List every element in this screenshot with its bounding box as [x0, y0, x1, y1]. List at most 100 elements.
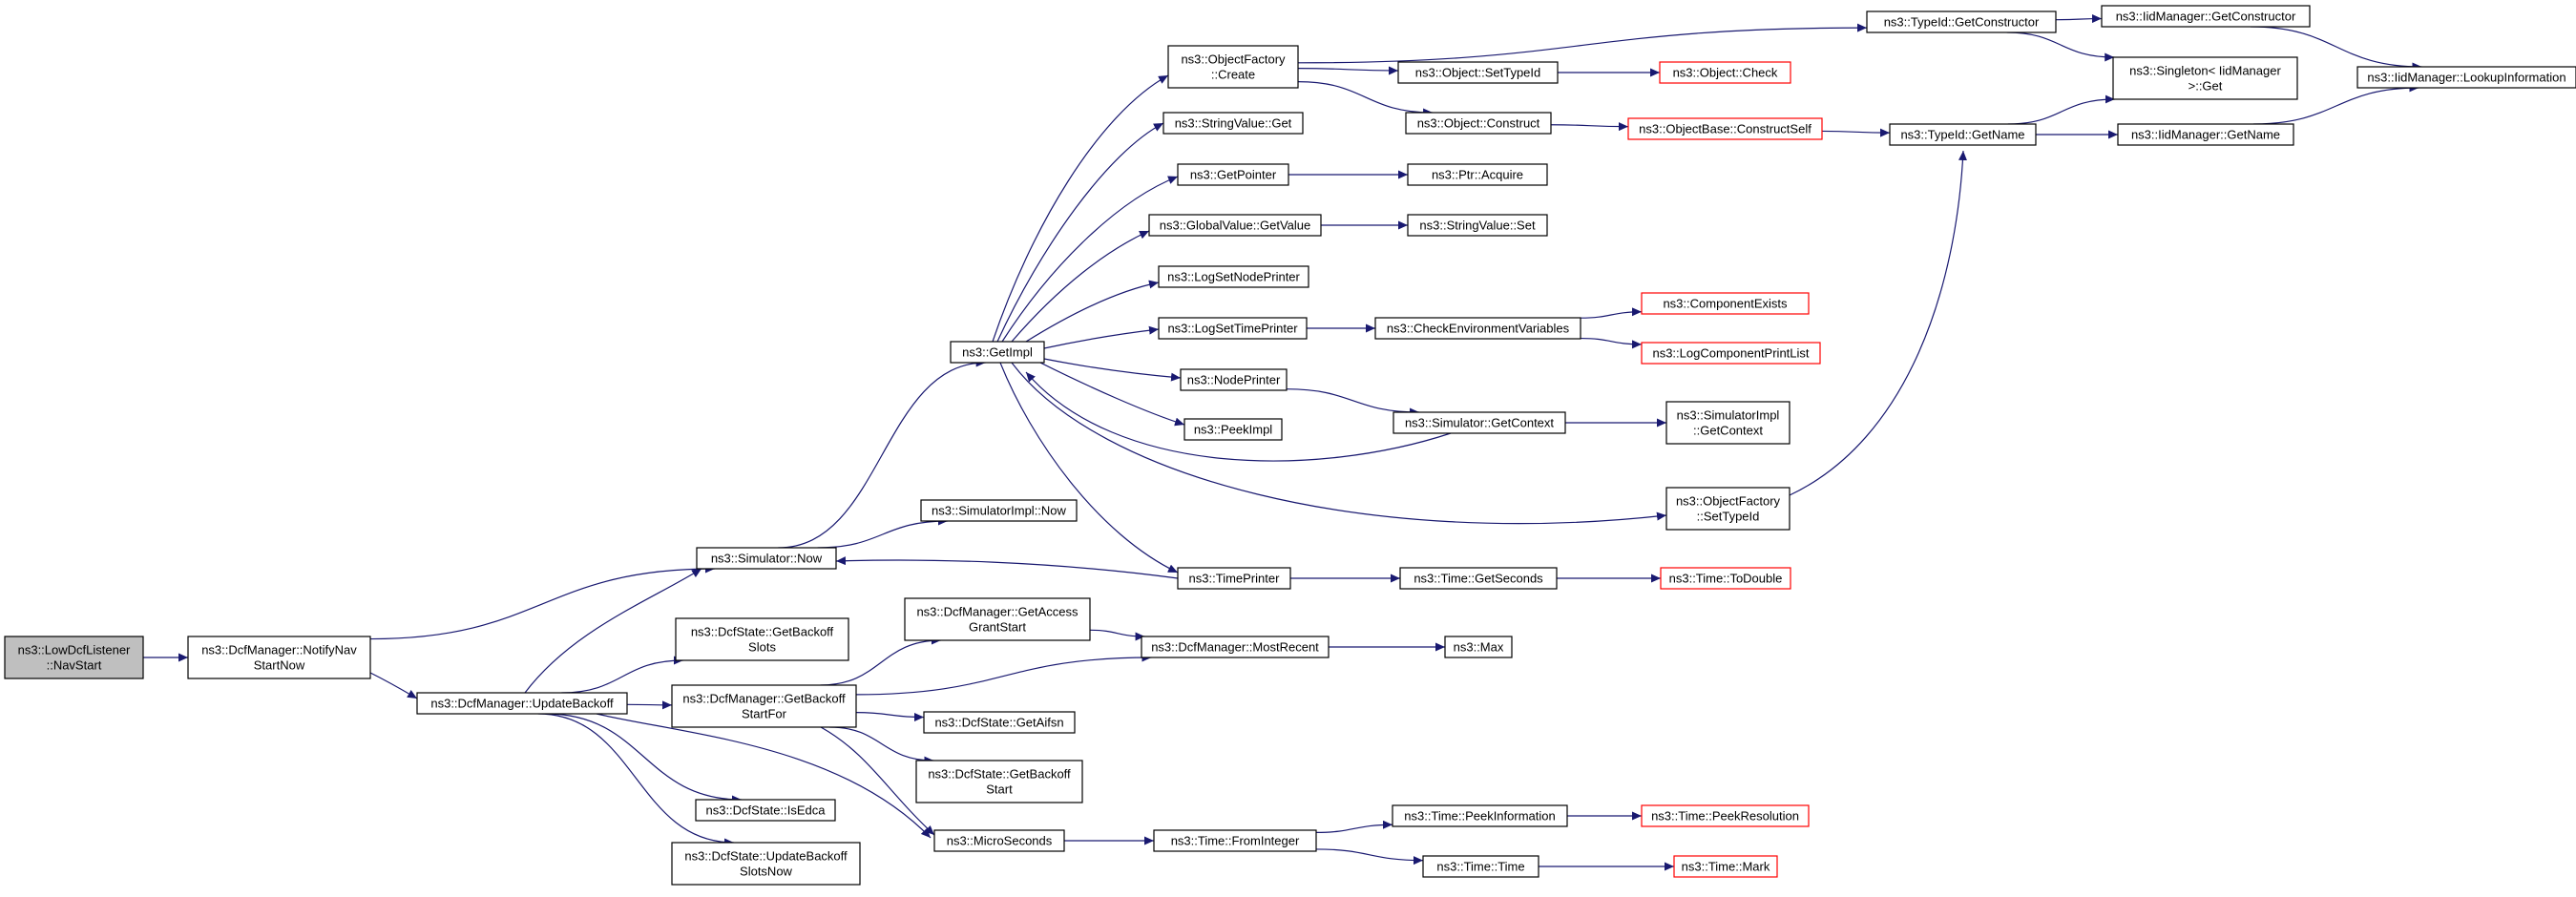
node-lowdcf[interactable]: ns3::LowDcfListener::NavStart	[4, 636, 144, 679]
node-box	[1158, 317, 1308, 340]
node-label: Slots	[748, 640, 776, 655]
node-box	[1641, 804, 1810, 827]
node-simgetcontext[interactable]: ns3::Simulator::GetContext	[1393, 411, 1566, 434]
node-box	[1665, 401, 1791, 445]
node-box	[1393, 411, 1566, 434]
node-label: ns3::TypeId::GetConstructor	[1884, 15, 2040, 30]
node-label: ns3::DcfState::UpdateBackoff	[684, 849, 848, 864]
node-globalvaluegetvalue[interactable]: ns3::GlobalValue::GetValue	[1148, 214, 1322, 237]
node-peekimpl[interactable]: ns3::PeekImpl	[1183, 418, 1283, 441]
node-label: ns3::DcfManager::MostRecent	[1151, 640, 1319, 655]
node-box	[2112, 56, 2298, 100]
node-box	[920, 499, 1078, 522]
edge-updatebackoff-to-simnow	[524, 568, 702, 694]
node-label: ns3::Object::Check	[1673, 66, 1778, 80]
node-logcomponentprintlist[interactable]: ns3::LogComponentPrintList	[1641, 342, 1821, 365]
node-box	[4, 636, 144, 679]
node-box	[1889, 123, 2037, 146]
node-timegetseconds[interactable]: ns3::Time::GetSeconds	[1399, 567, 1558, 590]
node-label: >::Get	[2189, 79, 2223, 94]
node-box	[1177, 163, 1289, 186]
node-stringvalueset[interactable]: ns3::StringValue::Set	[1407, 214, 1548, 237]
edge-getaccessgrantstart-to-mostrecent	[1089, 629, 1145, 641]
node-getaifsn[interactable]: ns3::DcfState::GetAifsn	[923, 711, 1076, 734]
node-ptracquire[interactable]: ns3::Ptr::Acquire	[1407, 163, 1548, 186]
node-label: ns3::TypeId::GetName	[1900, 128, 2024, 142]
node-timepeekinformation[interactable]: ns3::Time::PeekInformation	[1392, 804, 1568, 827]
node-timeprinter[interactable]: ns3::TimePrinter	[1177, 567, 1291, 590]
node-objectconstruct[interactable]: ns3::Object::Construct	[1405, 112, 1552, 135]
node-box	[1405, 112, 1552, 135]
node-getpointer[interactable]: ns3::GetPointer	[1177, 163, 1289, 186]
node-box	[1374, 317, 1581, 340]
node-updatebackoff[interactable]: ns3::DcfManager::UpdateBackoff	[416, 692, 628, 715]
node-box	[2356, 66, 2576, 89]
node-iidmgrgetname[interactable]: ns3::IidManager::GetName	[2117, 123, 2294, 146]
node-iidmgrgetconstructor[interactable]: ns3::IidManager::GetConstructor	[2101, 5, 2311, 28]
node-label: ns3::PeekImpl	[1194, 423, 1272, 437]
node-box	[416, 692, 628, 715]
edge-getimpl-to-logsetnodeprinter	[1025, 280, 1160, 343]
node-isedca[interactable]: ns3::DcfState::IsEdca	[695, 799, 836, 822]
edge-updatebackoff-to-microseconds	[596, 713, 932, 839]
node-objfactorysettypeid[interactable]: ns3::ObjectFactory::SetTypeId	[1665, 487, 1791, 531]
node-logsettimeprinter[interactable]: ns3::LogSetTimePrinter	[1158, 317, 1308, 340]
node-typeidgetname[interactable]: ns3::TypeId::GetName	[1889, 123, 2037, 146]
node-mostrecent[interactable]: ns3::DcfManager::MostRecent	[1141, 636, 1330, 658]
node-simnow[interactable]: ns3::Simulator::Now	[696, 547, 837, 570]
edge-updatebackoff-to-getbackoffslots	[561, 656, 683, 694]
node-label: ns3::DcfManager::NotifyNav	[201, 643, 357, 657]
node-label: Start	[986, 782, 1013, 797]
node-timemark[interactable]: ns3::Time::Mark	[1673, 855, 1778, 878]
node-box	[1399, 567, 1558, 590]
node-objfactorycreate[interactable]: ns3::ObjectFactory::Create	[1167, 45, 1299, 89]
edge-getimpl-to-objfactorysettypeid	[1011, 362, 1667, 525]
node-box	[1392, 804, 1568, 827]
node-box	[1659, 61, 1791, 84]
node-label: ns3::DcfState::GetBackoff	[691, 625, 834, 639]
node-microseconds[interactable]: ns3::MicroSeconds	[933, 829, 1065, 852]
node-nodeprinter[interactable]: ns3::NodePrinter	[1180, 368, 1288, 391]
node-max[interactable]: ns3::Max	[1444, 636, 1513, 658]
node-objectbaseconstructself[interactable]: ns3::ObjectBase::ConstructSelf	[1627, 117, 1823, 140]
node-simimplgetcontext[interactable]: ns3::SimulatorImpl::GetContext	[1665, 401, 1791, 445]
node-objectcheck[interactable]: ns3::Object::Check	[1659, 61, 1791, 84]
node-logsetnodeprinter[interactable]: ns3::LogSetNodePrinter	[1158, 265, 1309, 288]
node-label: ns3::StringValue::Set	[1419, 219, 1536, 233]
node-timepeekresolution[interactable]: ns3::Time::PeekResolution	[1641, 804, 1810, 827]
node-label: ns3::LogSetTimePrinter	[1167, 322, 1298, 336]
edge-getimpl-to-nodeprinter	[1043, 358, 1182, 382]
node-label: ns3::IidManager::GetName	[2131, 128, 2280, 142]
node-box	[1407, 163, 1548, 186]
node-componentexists[interactable]: ns3::ComponentExists	[1641, 292, 1810, 315]
node-stringvalueget[interactable]: ns3::StringValue::Get	[1162, 112, 1304, 135]
node-label: ns3::LogComponentPrintList	[1652, 346, 1809, 361]
node-checkenvvars[interactable]: ns3::CheckEnvironmentVariables	[1374, 317, 1581, 340]
node-getimpl[interactable]: ns3::GetImpl	[950, 341, 1045, 364]
edge-getimpl-to-timeprinter	[999, 362, 1179, 574]
edge-iidmgrgetconstructor-to-iidmgrlookupinfo	[2251, 26, 2422, 72]
node-simimplnow[interactable]: ns3::SimulatorImpl::Now	[920, 499, 1078, 522]
node-box	[671, 684, 857, 728]
node-singletonget[interactable]: ns3::Singleton< IidManager >::Get	[2112, 56, 2298, 100]
node-label: ns3::Max	[1454, 640, 1504, 655]
node-timetime[interactable]: ns3::Time::Time	[1422, 855, 1539, 878]
edge-getbackoffstartfor-to-getaccessgrantstart	[820, 636, 941, 686]
edge-simnow-to-getimpl	[778, 358, 986, 549]
node-timetodouble[interactable]: ns3::Time::ToDouble	[1660, 567, 1791, 590]
node-frominteger[interactable]: ns3::Time::FromInteger	[1153, 829, 1317, 852]
node-iidmgrlookupinfo[interactable]: ns3::IidManager::LookupInformation	[2356, 66, 2576, 89]
node-box	[1153, 829, 1317, 852]
node-box	[1177, 567, 1291, 590]
node-objectsettypeid[interactable]: ns3::Object::SetTypeId	[1397, 61, 1559, 84]
edge-layer	[143, 14, 2422, 871]
node-typeidgetconstructor[interactable]: ns3::TypeId::GetConstructor	[1866, 10, 2057, 33]
edge-updatebackoff-to-updatebackoffslotsnow	[537, 713, 735, 847]
edge-getimpl-to-stringvalueget	[996, 122, 1164, 343]
